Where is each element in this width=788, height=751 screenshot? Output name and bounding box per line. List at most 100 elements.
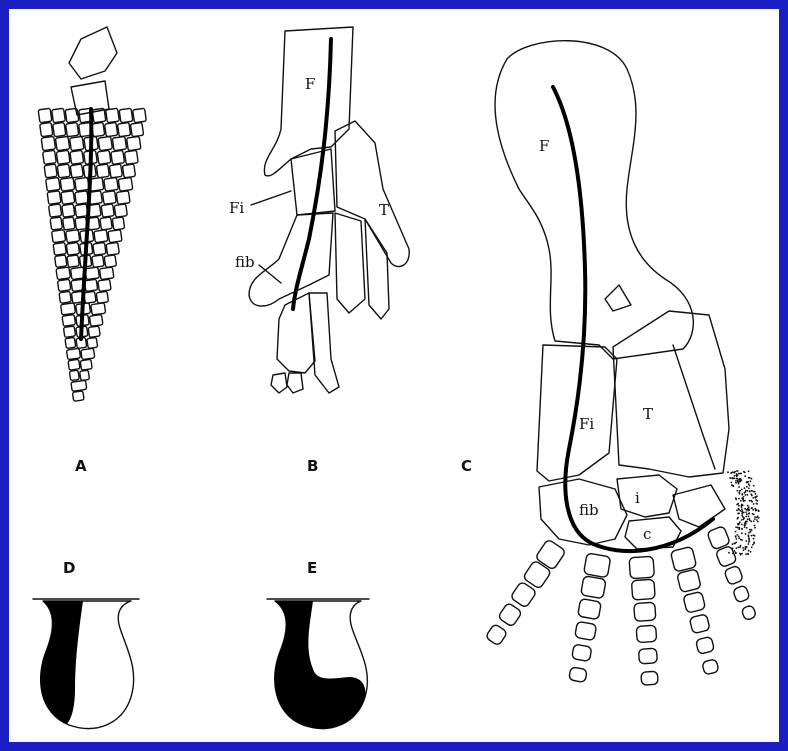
stipple-dot: [745, 546, 747, 548]
stipple-dot: [754, 527, 756, 529]
toe-phalanx: [683, 591, 706, 613]
panel-b-limb: F Fi T fib B: [229, 27, 409, 475]
fin-radial: [43, 150, 57, 164]
stipple-dot: [745, 490, 747, 492]
stipple-dot: [743, 512, 745, 514]
stipple-dot: [735, 482, 737, 484]
intermedium-bone: [617, 475, 677, 517]
fin-radial: [98, 279, 111, 291]
stipple-dot: [751, 507, 753, 509]
fin-radial: [67, 255, 79, 268]
label-centrale-c: c: [643, 525, 651, 543]
fin-radial: [97, 150, 111, 164]
toe-phalanx: [638, 648, 657, 664]
stipple-dot: [735, 499, 737, 501]
stipple-dot: [743, 496, 745, 498]
stipple-dot: [738, 512, 740, 514]
limb-c-axis-line: [553, 87, 713, 551]
stipple-dot: [737, 490, 739, 492]
stipple-dot: [747, 505, 749, 507]
stipple-dot: [748, 513, 750, 515]
stipple-dot: [748, 506, 750, 508]
stipple-dot: [750, 500, 752, 502]
label-fibula-c: Fi: [579, 415, 594, 433]
figure-canvas: A F Fi T fib B F Fi T: [9, 9, 779, 742]
stipple-dot: [741, 519, 743, 521]
stipple-dot: [730, 482, 732, 484]
stipple-dot: [744, 500, 746, 502]
stipple-dot: [754, 525, 756, 527]
stipple-dot: [741, 506, 743, 508]
stipple-dot: [754, 518, 756, 520]
toe-phalanx: [689, 614, 710, 634]
fin-radial: [66, 122, 79, 136]
fin-radial: [55, 255, 67, 268]
fin-radial: [130, 122, 143, 136]
fibulare-bone: [249, 213, 333, 306]
stipple-dot: [736, 510, 738, 512]
stipple-dot: [751, 535, 753, 537]
label-femur-c: F: [539, 137, 549, 155]
stipple-dot: [747, 553, 749, 555]
stipple-dot: [732, 548, 734, 550]
stipple-dot: [756, 495, 758, 497]
stipple-dot: [741, 515, 743, 517]
fin-radial: [127, 136, 141, 150]
fin-radial: [100, 217, 112, 230]
stipple-dot: [745, 516, 747, 518]
fin-radial: [61, 303, 76, 315]
stipple-dot: [738, 498, 740, 500]
stipple-dot: [757, 516, 759, 518]
stipple-dot: [755, 510, 757, 512]
fin-radial: [104, 255, 116, 268]
fin-proximal-bone-1: [69, 27, 117, 79]
fin-radial: [66, 242, 79, 255]
stipple-dot: [753, 485, 755, 487]
stipple-dot: [740, 545, 742, 547]
fin-radial: [70, 164, 83, 178]
fin-radial: [87, 337, 98, 348]
toe-phalanx: [581, 576, 607, 599]
stipple-dot: [732, 543, 734, 545]
fin-radial: [70, 136, 84, 150]
stipple-dot: [756, 519, 758, 521]
stipple-dot: [745, 523, 747, 525]
toe-phalanx: [695, 636, 714, 654]
stippled-cartilage: [727, 470, 760, 555]
fin-radial: [75, 177, 90, 191]
fin-radial: [117, 122, 130, 136]
stipple-dot: [744, 472, 746, 474]
fin-radial: [102, 191, 116, 205]
toe-phalanx: [724, 565, 744, 585]
stipple-dot: [744, 508, 746, 510]
stipple-dot: [742, 510, 744, 512]
stipple-dot: [732, 552, 734, 554]
stipple-dot: [731, 472, 733, 474]
fin-radial: [124, 150, 138, 164]
stipple-dot: [744, 492, 746, 494]
stipple-dot: [739, 553, 741, 555]
toe-phalanx: [702, 659, 719, 675]
stipple-dot: [738, 547, 740, 549]
fin-radial: [104, 177, 119, 191]
toe-phalanx: [584, 553, 611, 578]
toe-phalanx: [634, 602, 656, 621]
fin-radial: [112, 217, 124, 230]
stipple-dot: [753, 541, 755, 543]
stipple-dot: [753, 534, 755, 536]
fin-radial: [75, 191, 89, 205]
digit-ray-1: [335, 213, 365, 313]
tibia-bone: [335, 121, 409, 267]
stipple-dot: [744, 475, 746, 477]
stipple-dot: [750, 493, 752, 495]
tibia-bone: [613, 311, 729, 477]
stipple-dot: [748, 470, 750, 472]
stipple-dot: [748, 508, 750, 510]
label-intermedium-c: i: [635, 489, 640, 507]
stipple-dot: [757, 521, 759, 523]
fin-radial: [99, 267, 113, 280]
stipple-dot: [753, 514, 755, 516]
label-tibia-b: T: [379, 201, 389, 219]
fin-radial: [96, 164, 109, 178]
leader-fib-b: [259, 265, 281, 283]
